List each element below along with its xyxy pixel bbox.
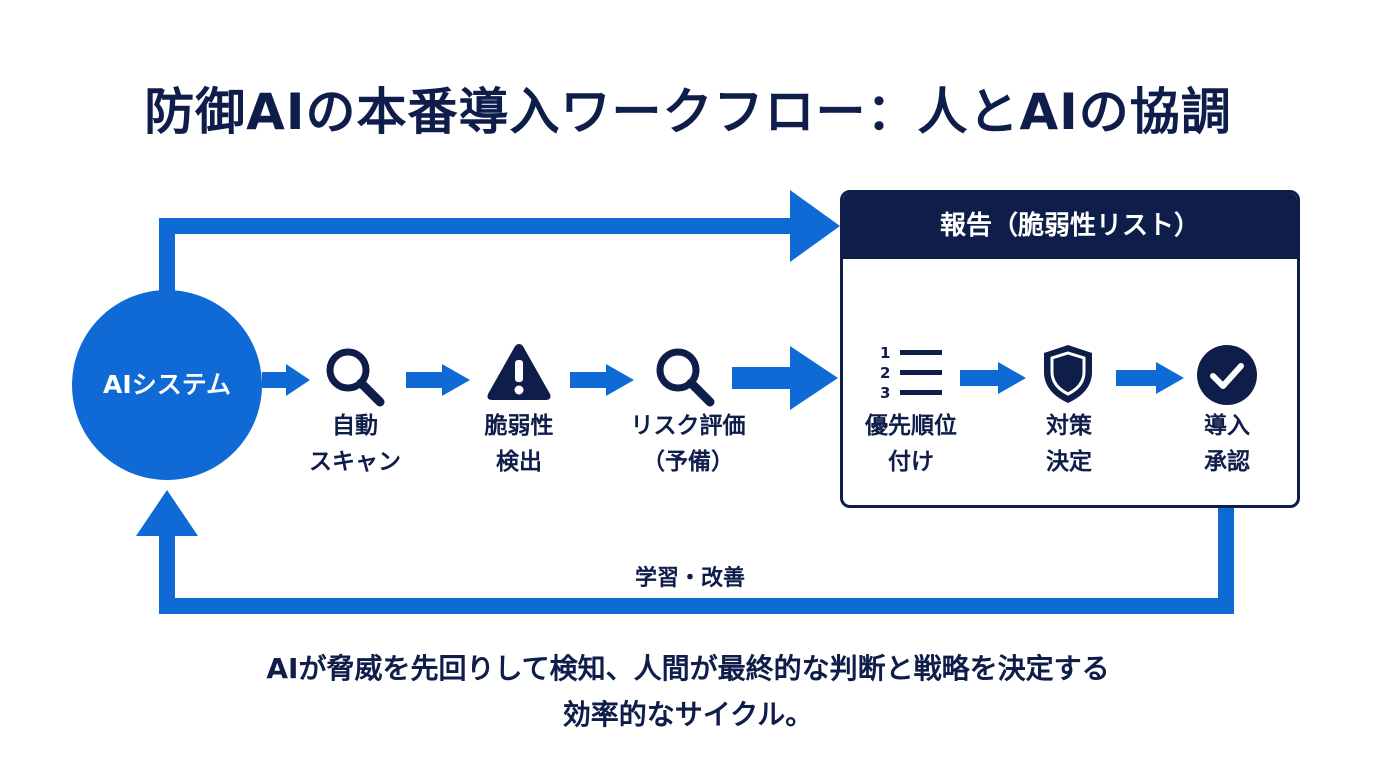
arrow-measures-to-approval-head <box>1156 362 1184 394</box>
caption: AIが脅威を先回りして検知、人間が最終的な判断と戦略を決定する 効率的なサイクル… <box>0 646 1376 738</box>
feedback-loop-line <box>159 508 1234 614</box>
top-connector-line <box>159 218 800 292</box>
magnifier-icon <box>326 348 385 407</box>
report-step-label-measures: 対策 決定 <box>1046 413 1092 475</box>
warning-icon <box>487 344 551 400</box>
feedback-loop-arrowhead <box>136 490 198 536</box>
page-title: 防御AIの本番導入ワークフロー：人とAIの協調 <box>144 83 1232 141</box>
list-number: 1 <box>880 344 890 362</box>
step-label-scan: 自動 スキャン <box>309 413 401 475</box>
caption-line-1: AIが脅威を先回りして検知、人間が最終的な判断と戦略を決定する <box>266 652 1110 685</box>
magnifier-icon <box>656 348 715 407</box>
arrow-detect-to-risk-head <box>606 364 634 396</box>
check-circle-icon <box>1197 345 1257 405</box>
numbered-list-icon: 1 2 3 <box>880 344 942 402</box>
arrow-priority-to-measures-head <box>998 362 1026 394</box>
ai-system-node: AIシステム <box>72 290 262 480</box>
shield-icon <box>1044 345 1092 403</box>
report-step-label-approval: 導入 承認 <box>1204 413 1250 475</box>
caption-line-2: 効率的なサイクル。 <box>562 698 814 731</box>
top-connector-arrowhead <box>790 190 840 262</box>
feedback-loop-label: 学習・改善 <box>634 566 745 591</box>
list-number: 3 <box>880 384 890 402</box>
report-step-label-priority: 優先順位 付け <box>865 413 957 475</box>
arrow-scan-to-detect-head <box>442 364 470 396</box>
arrow-ai-to-scan-head <box>286 364 310 396</box>
list-number: 2 <box>880 364 890 382</box>
step-label-risk: リスク評価 （予備） <box>630 413 746 475</box>
arrow-risk-to-report-head <box>790 346 838 410</box>
step-label-detect: 脆弱性 検出 <box>484 413 554 475</box>
report-header: 報告（脆弱性リスト） <box>843 193 1297 259</box>
